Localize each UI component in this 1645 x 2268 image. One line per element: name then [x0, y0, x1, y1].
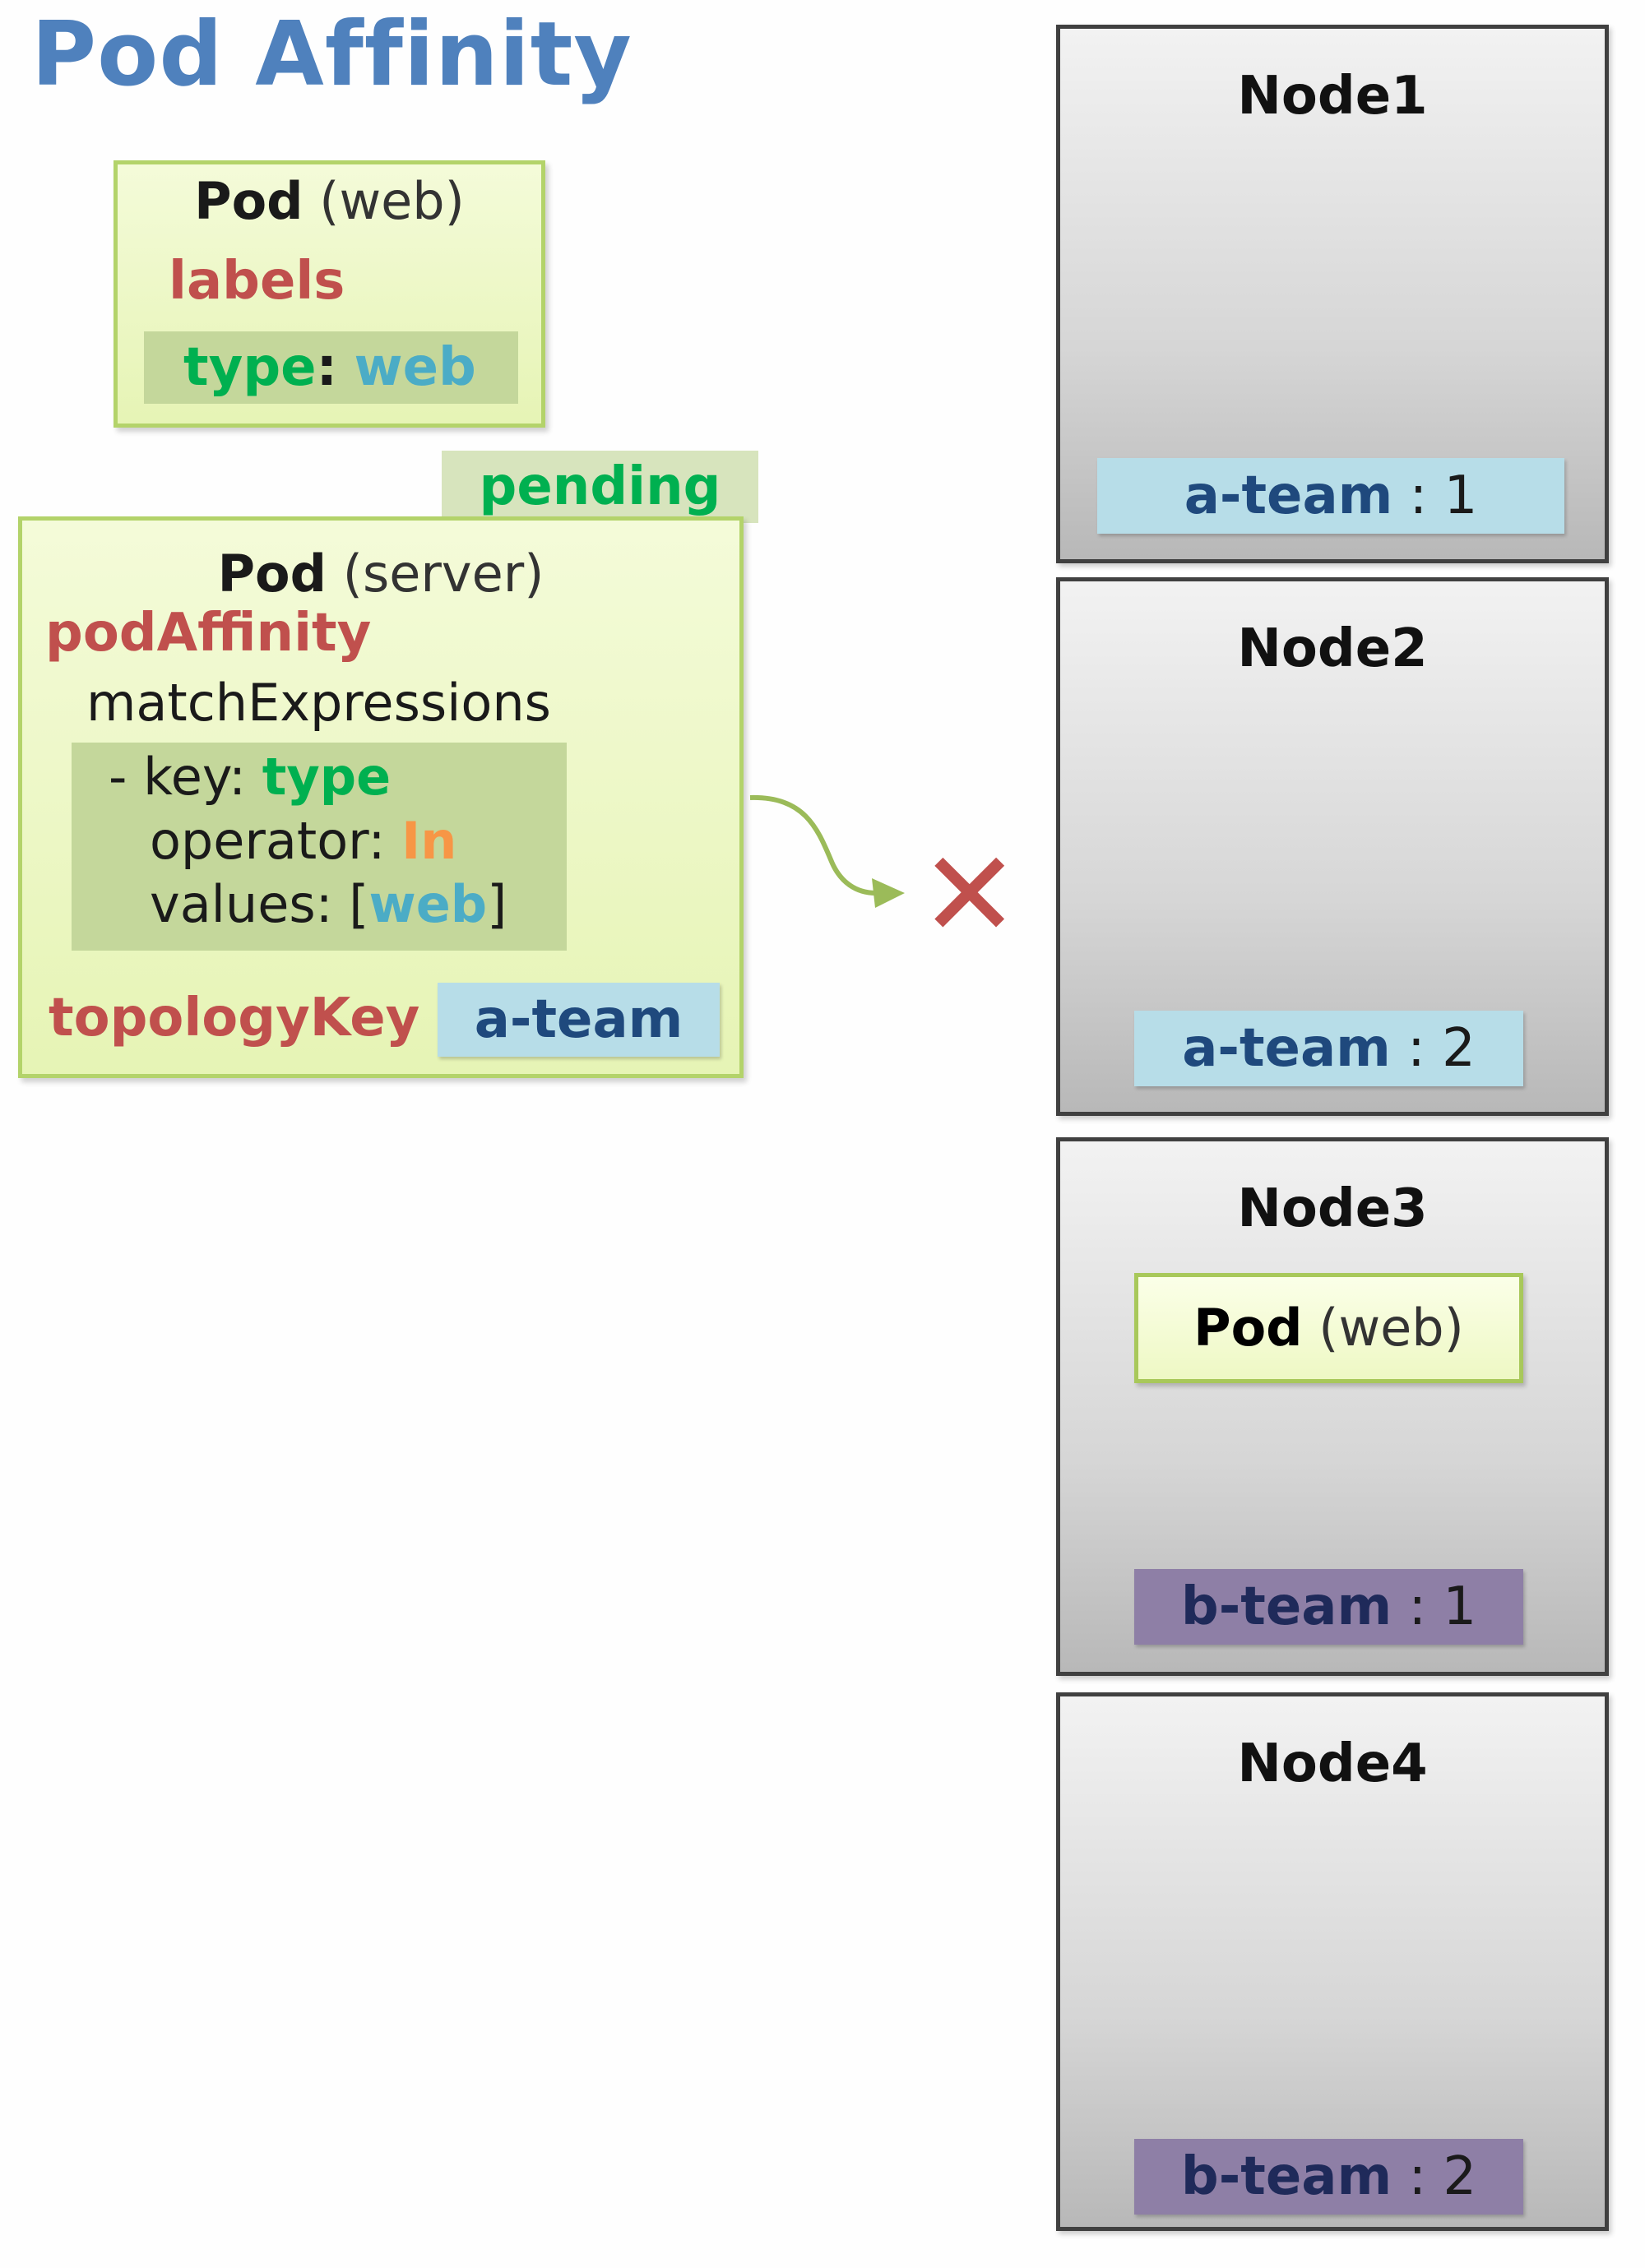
- node-4-label-value: 2: [1443, 2146, 1477, 2207]
- node-3-pod-kind: (web): [1318, 1298, 1464, 1358]
- web-pod-box: Pod (web) labels type: web: [114, 160, 545, 428]
- node-1-label-key: a-team: [1184, 465, 1393, 526]
- values-label: values: [: [150, 874, 369, 934]
- node-2-label-key: a-team: [1182, 1018, 1391, 1079]
- node-3-label-key: b-team: [1180, 1576, 1392, 1637]
- server-pod-kind: (server): [342, 544, 544, 604]
- page-title: Pod Affinity: [31, 3, 633, 106]
- match-expression-block: - key: type operator: In values: [web]: [72, 743, 567, 951]
- topology-key-value: a-team: [438, 983, 720, 1057]
- node-3: Node3 Pod (web) b-team : 1: [1056, 1137, 1609, 1676]
- node-2-label: a-team : 2: [1134, 1011, 1523, 1086]
- key-line: - key: type: [109, 747, 391, 807]
- web-pod-label: Pod: [194, 171, 304, 231]
- web-label-value: web: [354, 337, 476, 398]
- node-1-label-value: 1: [1443, 465, 1478, 526]
- node-2-label-value: 2: [1442, 1018, 1476, 1079]
- node-3-pod-label: Pod: [1193, 1298, 1303, 1358]
- operator-value: In: [401, 811, 457, 871]
- node-4-label-sep: :: [1392, 2146, 1443, 2207]
- match-expressions-heading: matchExpressions: [86, 673, 551, 733]
- web-label-key: type: [183, 337, 317, 398]
- web-label-bar: type: web: [144, 331, 518, 404]
- node-2-label-sep: :: [1390, 1018, 1443, 1079]
- node-4-label-key: b-team: [1180, 2146, 1392, 2207]
- reject-x-icon: ✕: [920, 826, 1020, 965]
- node-3-web-pod: Pod (web): [1134, 1273, 1523, 1383]
- operator-line: operator: In: [150, 811, 456, 871]
- node-2-title: Node2: [1237, 618, 1428, 679]
- node-4-title: Node4: [1237, 1733, 1428, 1794]
- values-line: values: [web]: [150, 874, 507, 934]
- node-2: Node2 a-team : 2: [1056, 577, 1609, 1116]
- server-pod-label: Pod: [217, 544, 327, 604]
- node-1-label: a-team : 1: [1097, 458, 1564, 534]
- affinity-arrow: [749, 794, 905, 908]
- values-value: web: [368, 874, 488, 934]
- node-4-label: b-team : 2: [1134, 2139, 1523, 2215]
- web-pod-kind: (web): [319, 171, 465, 231]
- node-3-label-sep: :: [1392, 1576, 1443, 1637]
- topology-key-heading: topologyKey: [49, 988, 420, 1048]
- pod-affinity-heading: podAffinity: [45, 603, 372, 664]
- values-close: ]: [487, 874, 507, 934]
- node-3-label-value: 1: [1443, 1576, 1477, 1637]
- node-3-title: Node3: [1237, 1178, 1428, 1239]
- key-label: - key:: [109, 747, 246, 807]
- node-4: Node4 b-team : 2: [1056, 1692, 1609, 2231]
- web-pod-title: Pod (web): [118, 171, 541, 231]
- server-pod-box: Pod (server) podAffinity matchExpression…: [18, 516, 744, 1078]
- node-1-label-sep: :: [1392, 465, 1444, 526]
- node-1: Node1 a-team : 1: [1056, 25, 1609, 563]
- node-3-label: b-team : 1: [1134, 1569, 1523, 1645]
- node-1-title: Node1: [1237, 66, 1428, 127]
- operator-label: operator:: [150, 811, 386, 871]
- key-value: type: [262, 747, 392, 807]
- labels-heading: labels: [169, 251, 345, 312]
- pending-badge: pending: [442, 451, 758, 523]
- web-label-sep: :: [316, 337, 338, 398]
- server-pod-title: Pod (server): [22, 544, 739, 604]
